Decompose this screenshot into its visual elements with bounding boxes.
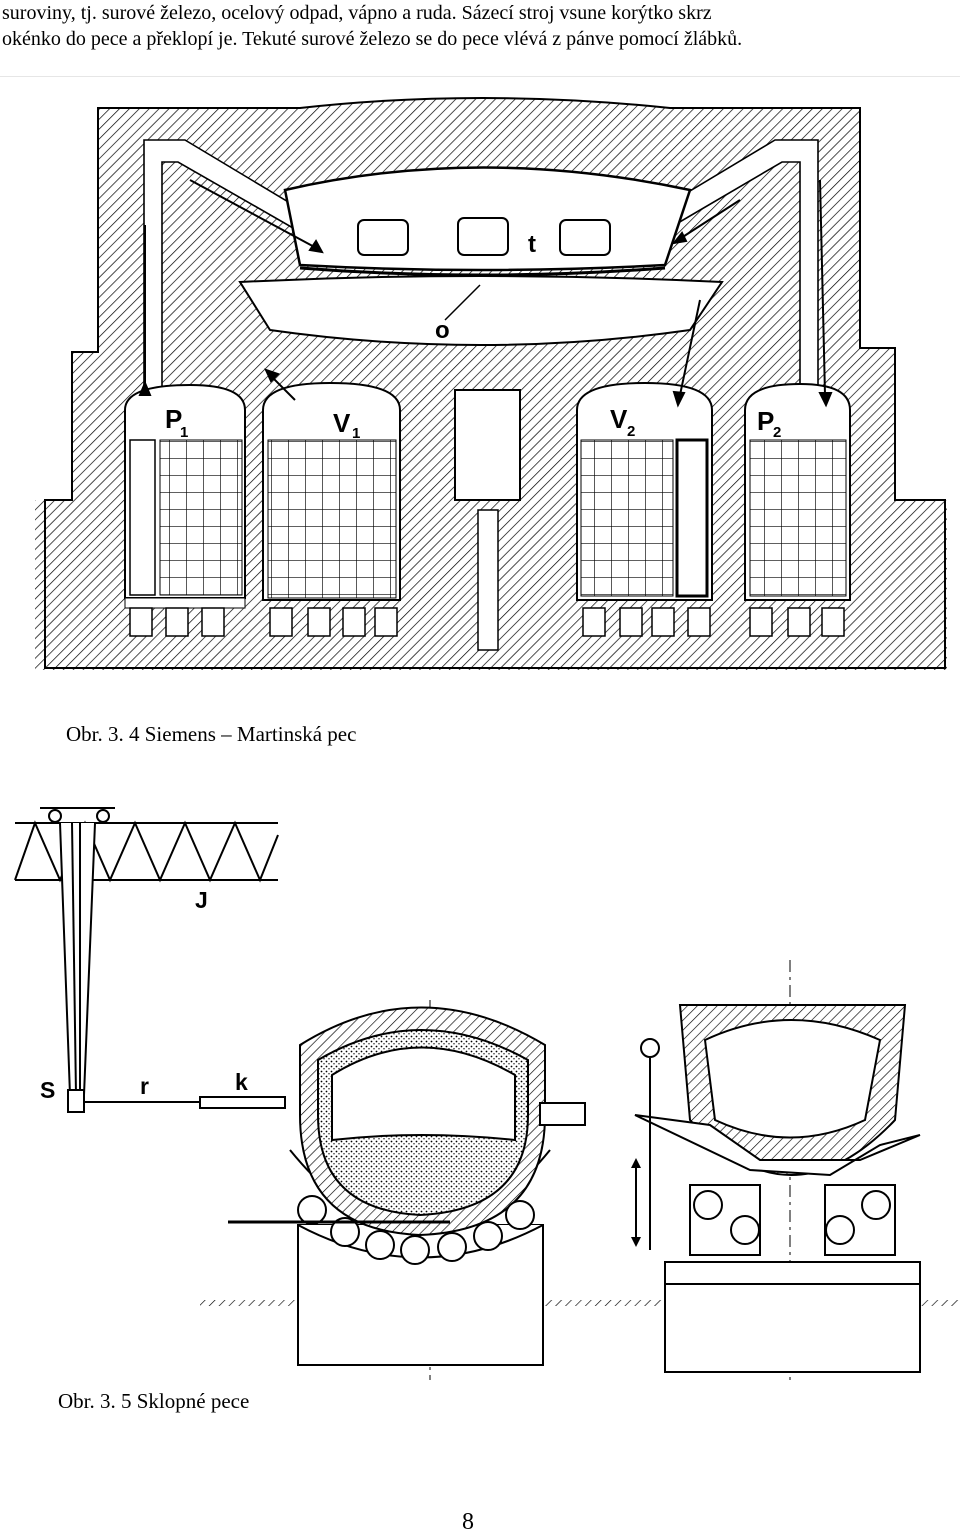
text-line-2: okénko do pece a překlopí je. Tekuté sur… bbox=[2, 28, 743, 50]
regenerator-p1 bbox=[124, 383, 246, 609]
regenerator-v1 bbox=[262, 381, 401, 601]
rocker-tilting-furnace bbox=[200, 1000, 660, 1380]
label-r: r bbox=[140, 1073, 149, 1099]
label-p1-sub: 1 bbox=[180, 424, 188, 441]
label-v1-sub: 1 bbox=[352, 425, 360, 442]
label-j: J bbox=[195, 887, 208, 913]
label-v2-sub: 2 bbox=[627, 423, 635, 440]
label-k: k bbox=[235, 1069, 248, 1095]
regenerator-p2 bbox=[744, 382, 851, 601]
figure-caption-1: Obr. 3. 4 Siemens – Martinská pec bbox=[66, 722, 357, 746]
crane-truss bbox=[14, 807, 279, 883]
label-s: S bbox=[40, 1077, 55, 1103]
text-line-1: suroviny, tj. surové železo, ocelový odp… bbox=[2, 2, 712, 24]
label-p1: P bbox=[165, 404, 182, 434]
label-p2-sub: 2 bbox=[773, 424, 781, 441]
separator-line bbox=[0, 76, 960, 77]
regenerator-v2 bbox=[576, 381, 713, 601]
label-p2: P bbox=[757, 406, 774, 436]
tilting-furnace-figure: J S r k bbox=[14, 807, 960, 1380]
body-text: suroviny, tj. surové železo, ocelový odp… bbox=[2, 0, 958, 52]
label-o: o bbox=[435, 317, 450, 344]
page-number: 8 bbox=[462, 1509, 474, 1535]
label-t: t bbox=[528, 231, 536, 258]
label-v1: V bbox=[333, 408, 351, 438]
label-v2: V bbox=[610, 404, 628, 434]
siemens-martin-furnace-figure: t o P 1 V 1 V 2 P 2 bbox=[35, 97, 947, 670]
cradle-tilting-furnace bbox=[630, 960, 960, 1380]
figure-caption-2: Obr. 3. 5 Sklopné pece bbox=[58, 1389, 250, 1413]
